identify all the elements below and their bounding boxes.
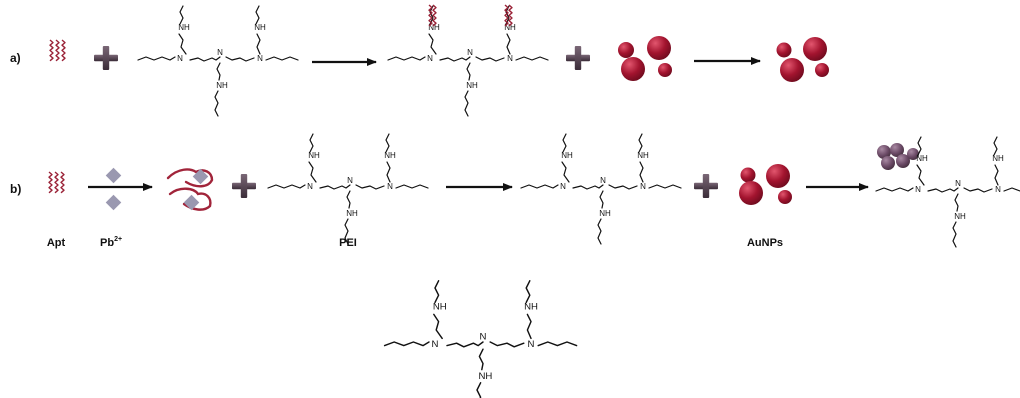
aptamer-lead-complex [166,168,214,211]
plus-icon [566,46,590,70]
amine-label: NH [308,151,320,160]
dispersed-nanoparticles [776,37,829,82]
amine-label: NH [916,154,928,163]
amine-label: N [347,176,353,185]
amine-label: NH [599,209,611,218]
amine-label: NH [992,154,1004,163]
aggregated-nanoparticles [877,143,919,170]
amine-label: NH [478,371,492,382]
label-pei: PEI [339,237,357,249]
amine-label: NH [178,23,190,32]
amine-label: N [307,182,313,191]
lead-ions [105,167,122,211]
pei-structure-b3: N NH N NH N NH [875,136,1020,248]
amine-label: N [640,182,646,191]
amine-label: N [600,176,606,185]
amine-label: NH [216,81,228,90]
amine-label: N [467,48,473,57]
row-label-a: a) [10,51,21,65]
amine-label: N [387,182,393,191]
amine-label: N [480,332,487,343]
amine-label: NH [561,151,573,160]
pei-structure-b1: N NH N NH N NH [267,133,429,245]
amine-label: N [528,339,535,350]
amine-label: N [995,185,1001,194]
aptamer-strands-b [48,171,65,194]
label-lead-ion: Pb2+ [100,236,122,249]
gold-nanoparticles-b [739,164,792,205]
amine-label: NH [524,302,538,313]
amine-label: NH [433,302,447,313]
aptamer-strands-a [49,39,66,62]
amine-label: NH [428,23,440,32]
plus-icon [694,174,718,198]
amine-label: NH [254,23,266,32]
amine-label: NH [954,212,966,221]
amine-label: NH [637,151,649,160]
gold-nanoparticles-a [618,36,672,81]
plus-icon [94,46,118,70]
amine-label: NH [504,23,516,32]
label-aunps: AuNPs [747,237,783,249]
pei-structure-a1: N NH N NH N NH [137,5,299,117]
amine-label: N [177,54,183,63]
pei-structure-large: N NH N NH N NH [383,280,578,398]
row-label-b: b) [10,182,21,196]
label-apt: Apt [47,237,66,249]
amine-label: N [560,182,566,191]
amine-label: N [507,54,513,63]
amine-label: NH [466,81,478,90]
amine-label: N [915,185,921,194]
amine-label: N [432,339,439,350]
pei-aptamer-complex-a: N NH N NH N NH [387,4,549,117]
amine-label: NH [384,151,396,160]
amine-label: N [427,54,433,63]
plus-icon [232,174,256,198]
pei-structure-b2: N NH N NH N NH [520,133,682,245]
amine-label: N [257,54,263,63]
amine-label: N [955,179,961,188]
amine-label: NH [346,209,358,218]
amine-label: N [217,48,223,57]
